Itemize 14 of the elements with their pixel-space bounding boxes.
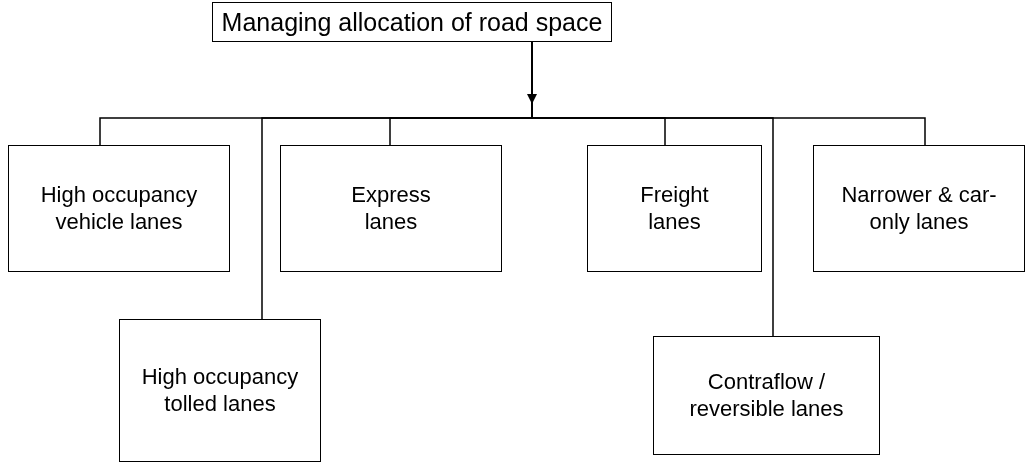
box-label: Narrower & car-only lanes: [840, 182, 998, 235]
category-box: [587, 145, 762, 272]
title-box: [212, 2, 612, 42]
category-box: [653, 336, 880, 455]
box-label: High occupancy vehicle lanes: [39, 182, 199, 235]
box-label: High occupancy tolled lanes: [140, 364, 300, 417]
category-box: [280, 145, 502, 272]
category-box: [119, 319, 321, 462]
box-label: Express lanes: [350, 182, 432, 235]
category-box: [8, 145, 230, 272]
box-label: Contraflow / reversible lanes: [688, 369, 845, 422]
category-box: [813, 145, 1025, 272]
title-text: Managing allocation of road space: [221, 7, 603, 37]
box-label: Freight lanes: [639, 182, 710, 235]
